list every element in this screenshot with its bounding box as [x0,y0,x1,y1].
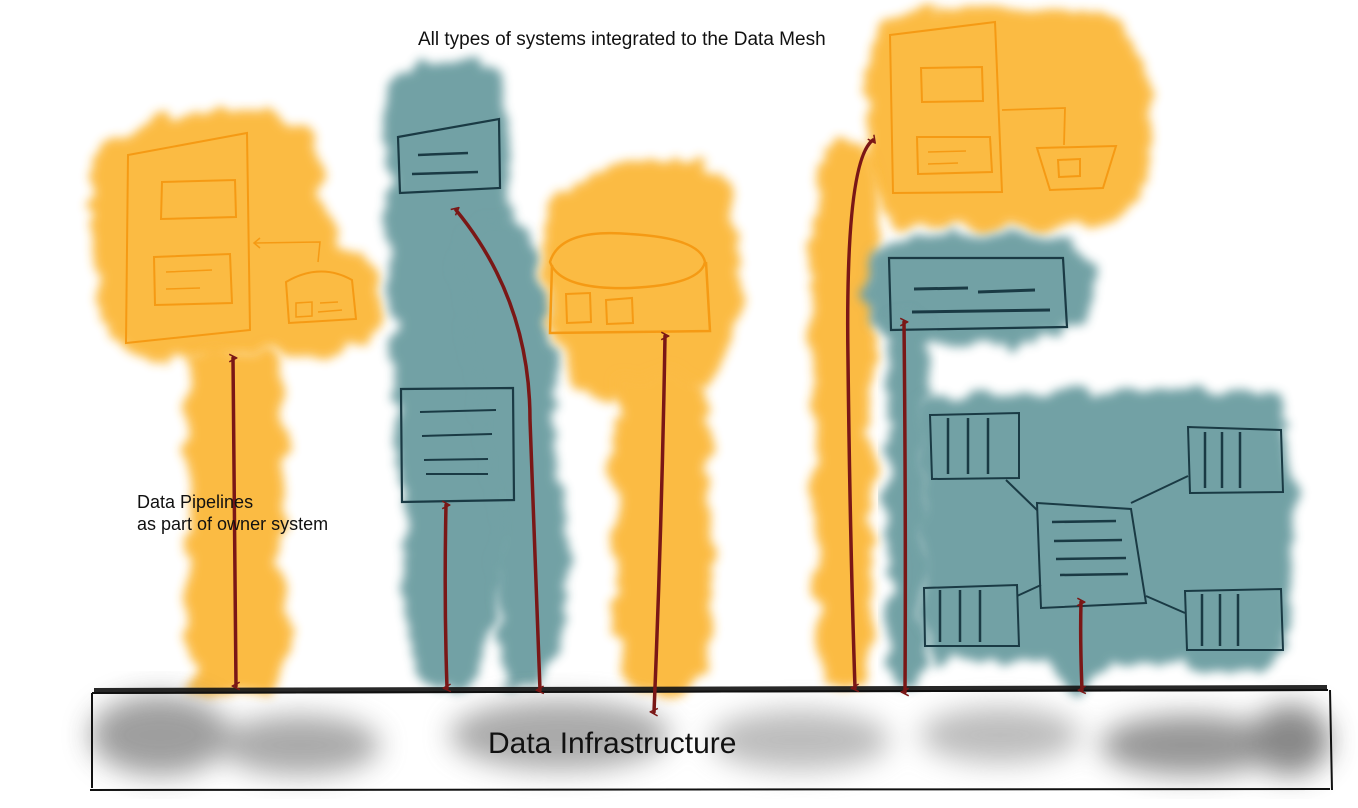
document-icon [1035,501,1148,610]
infrastructure-label: Data Infrastructure [488,727,737,760]
orange-wash-system-1 [88,110,383,362]
double-headed-arrow-icon [456,210,540,690]
document-icon [396,117,502,195]
orange-system-2 [888,20,1118,195]
database-icon [284,270,358,325]
orange-wash-database [543,158,741,403]
teal-wash-system-3 [865,234,1093,345]
database-icon [1035,144,1118,192]
data-infrastructure-base [89,685,1333,791]
arrows [233,140,1082,712]
double-headed-arrow-icon [654,336,665,712]
teal-system-2 [887,256,1069,332]
pipelines-label-line-1: Data Pipelines [137,492,254,512]
document-icon [887,256,1069,332]
document-icon [888,20,1004,195]
database-icon [548,231,707,290]
double-headed-arrow-icon [904,322,905,692]
orange-wash-system-2 [864,8,1152,231]
table-icon [928,411,1020,481]
double-headed-arrow-icon [233,358,236,686]
document-icon [124,131,252,345]
pipelines-label-line-2: as part of owner system [137,514,329,534]
table-icon [1186,425,1285,495]
table-icon [922,583,1021,647]
orange-wash-pipe-3 [811,142,880,688]
table-icon [1183,587,1285,651]
double-headed-arrow-icon [845,140,873,688]
double-headed-arrow-icon [1081,602,1082,690]
orange-database-system [548,231,712,335]
teal-network [922,411,1285,651]
diagram-title: All types of systems integrated to the D… [418,29,826,50]
orange-system-1 [124,131,358,345]
double-headed-arrow-icon [445,505,447,688]
washes [88,8,1294,698]
